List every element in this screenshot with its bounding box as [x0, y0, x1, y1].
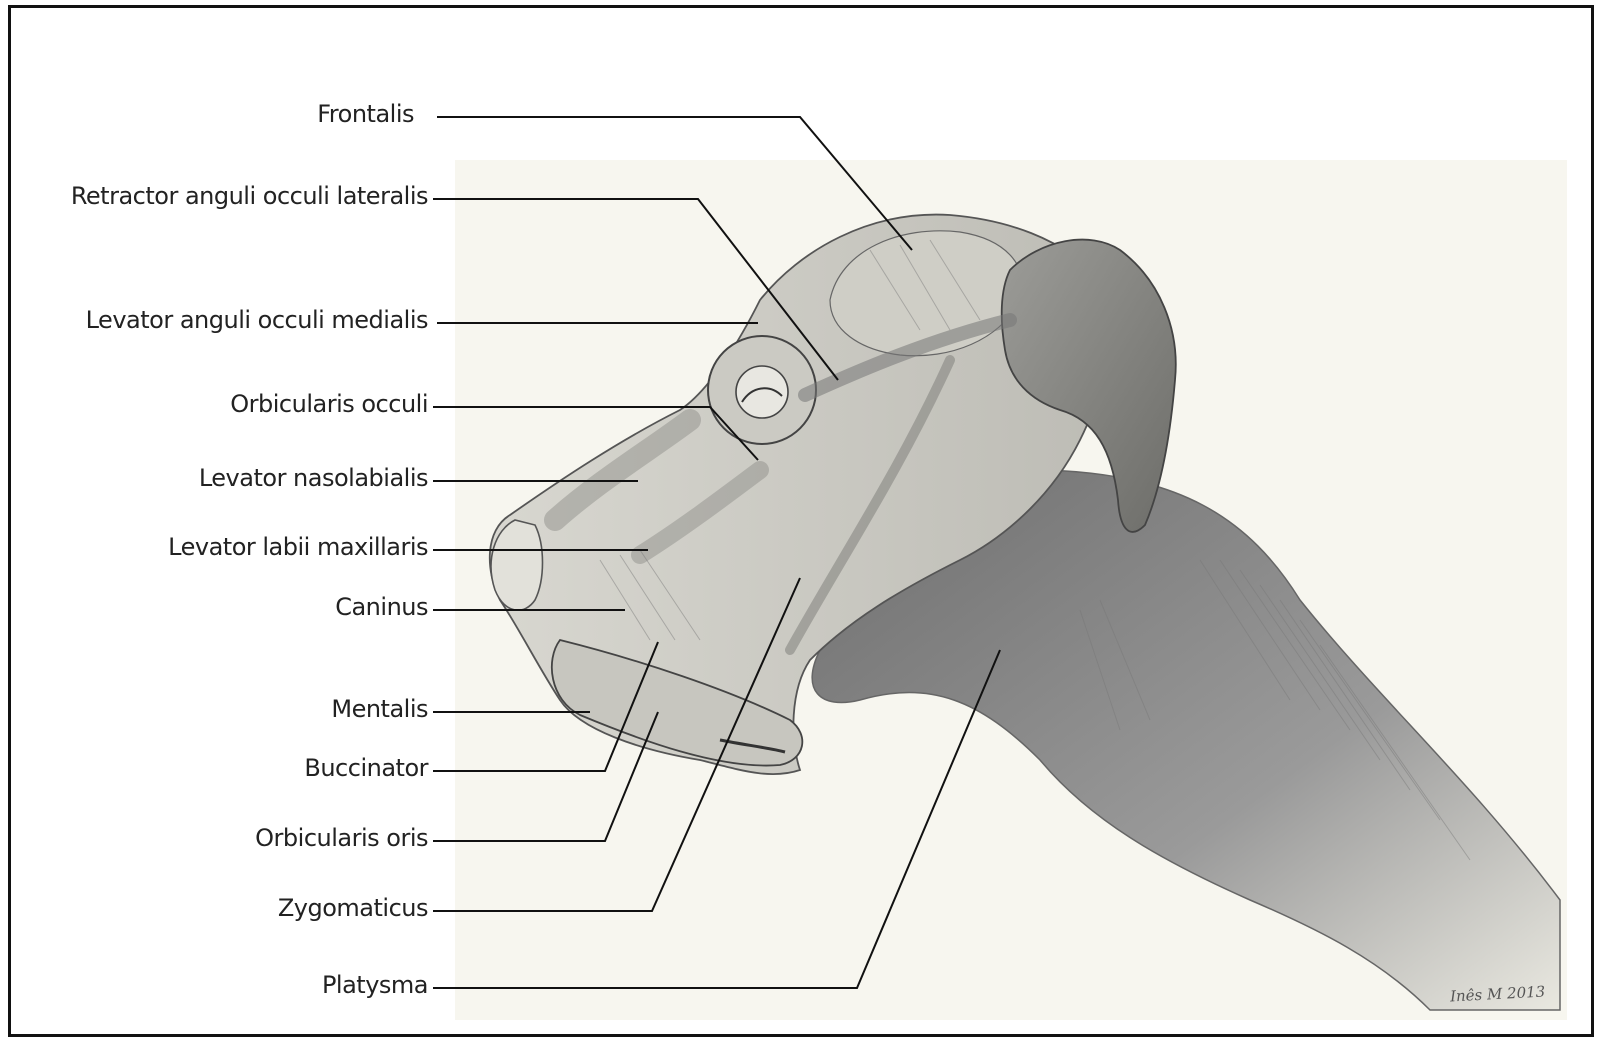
label-retractor-anguli-occuli-lateralis: Retractor anguli occuli lateralis [71, 182, 428, 210]
label-caninus: Caninus [335, 593, 428, 621]
eye-inner [736, 366, 788, 418]
label-buccinator: Buccinator [304, 754, 428, 782]
label-orbicularis-occuli: Orbicularis occuli [230, 390, 428, 418]
label-levator-anguli-occuli-medialis: Levator anguli occuli medialis [86, 306, 428, 334]
leader-frontalis [437, 117, 912, 250]
label-frontalis: Frontalis [317, 100, 414, 128]
label-levator-nasolabialis: Levator nasolabialis [199, 464, 428, 492]
label-zygomaticus: Zygomaticus [278, 894, 428, 922]
label-mentalis: Mentalis [331, 695, 428, 723]
label-platysma: Platysma [322, 971, 428, 999]
label-levator-labii-maxillaris: Levator labii maxillaris [168, 533, 428, 561]
label-orbicularis-oris: Orbicularis oris [255, 824, 428, 852]
